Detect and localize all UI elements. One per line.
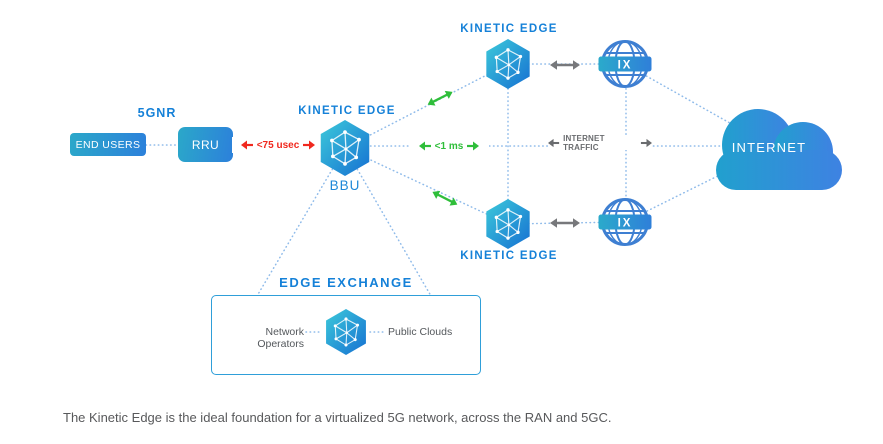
kinetic-edge-hexagon-top-icon bbox=[483, 37, 533, 91]
red-arrow-left-icon bbox=[240, 140, 253, 150]
internet-traffic-text: INTERNET TRAFFIC bbox=[563, 133, 605, 152]
internet-cloud-icon bbox=[716, 109, 842, 190]
gray-arrow-left-icon bbox=[548, 138, 560, 147]
line-bbu-edgebottom bbox=[344, 147, 509, 225]
line-ixtop-cloud bbox=[624, 63, 761, 141]
public-clouds-label: Public Clouds bbox=[388, 326, 453, 338]
edge-top-title: KINETIC EDGE bbox=[460, 23, 558, 35]
edge-latency-text: <1 ms bbox=[434, 140, 464, 152]
edge-latency-label: <1 ms bbox=[409, 138, 489, 154]
edge-exchange-hexagon-icon bbox=[323, 307, 369, 357]
diagram-caption: The Kinetic Edge is the ideal foundation… bbox=[63, 410, 612, 425]
line-bbu-edgetop bbox=[344, 63, 509, 149]
green-arrow-right-icon bbox=[467, 141, 480, 151]
ix-globe-bottom-icon bbox=[598, 195, 652, 249]
end-users-node: END USERS bbox=[70, 133, 146, 156]
rru-node: RRU bbox=[178, 127, 233, 162]
gray-double-arrow-bottom-icon bbox=[550, 216, 580, 234]
bbu-label: BBU bbox=[329, 178, 361, 193]
internet-traffic-label: INTERNET TRAFFIC bbox=[548, 133, 652, 152]
green-arrow-left-icon bbox=[418, 141, 431, 151]
kinetic-edge-hexagon-icon bbox=[317, 118, 373, 178]
fronthaul-latency-label: <75 usec bbox=[232, 137, 324, 153]
bbu-kinetic-edge-title: KINETIC EDGE bbox=[298, 105, 396, 117]
gray-double-arrow-top-icon bbox=[550, 58, 580, 76]
line-ixbottom-cloud bbox=[624, 154, 761, 223]
line-bbu-exchange-left bbox=[256, 147, 346, 297]
ix-globe-top-icon bbox=[598, 37, 652, 91]
5gnr-label: 5GNR bbox=[137, 106, 177, 120]
edge-exchange-title: EDGE EXCHANGE bbox=[279, 275, 413, 290]
green-double-arrow-bottom-icon bbox=[427, 186, 460, 215]
green-double-arrow-top-icon bbox=[424, 86, 457, 115]
red-arrow-right-icon bbox=[303, 140, 316, 150]
internet-label: INTERNET bbox=[731, 140, 807, 155]
gray-arrow-right-icon bbox=[640, 138, 652, 147]
line-bbu-exchange-right bbox=[344, 147, 432, 297]
kinetic-edge-hexagon-bottom-icon bbox=[483, 197, 533, 251]
fronthaul-latency-text: <75 usec bbox=[256, 139, 300, 151]
edge-bottom-title: KINETIC EDGE bbox=[460, 250, 558, 262]
network-operators-label: Network Operators bbox=[257, 326, 304, 350]
edge-exchange-box bbox=[211, 295, 481, 375]
